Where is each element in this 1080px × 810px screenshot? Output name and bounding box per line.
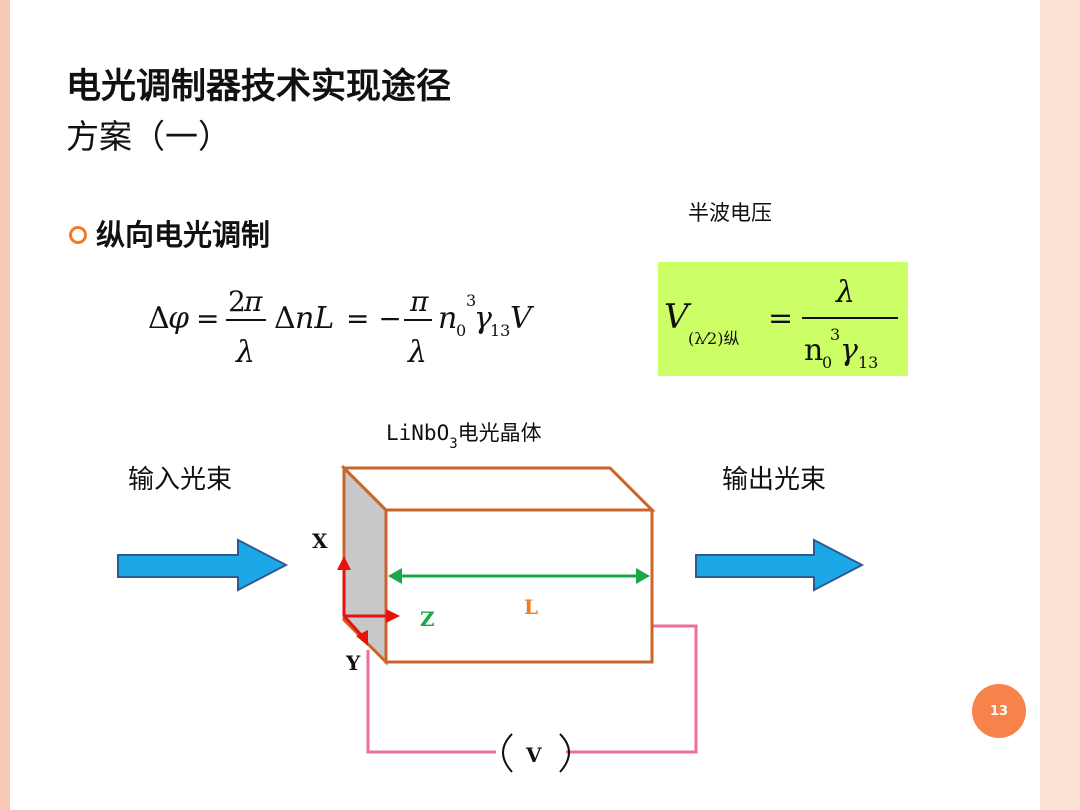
svg-text:2: 2	[228, 285, 246, 318]
voltage-source-right-bracket	[559, 733, 570, 773]
crystal-top-face	[340, 466, 656, 512]
voltage-source-left-bracket	[502, 733, 513, 773]
svg-text:13: 13	[858, 353, 878, 372]
phase-formula: Δ φ = 2 π λ Δ nL = − π λ n 0 3 γ 13 V	[148, 285, 535, 370]
svg-text:V: V	[510, 301, 535, 336]
circuit-wire	[566, 624, 698, 754]
slide-title: 电光调制器技术实现途径	[66, 67, 452, 107]
crystal-front-face	[384, 508, 654, 664]
modulator-diagram: LiNbO3电光晶体 输入光束 输出光束 L X Z Y V	[117, 421, 865, 773]
svg-text:nL: nL	[295, 301, 334, 336]
svg-text:V: V	[664, 297, 692, 337]
slide-subtitle: 方案（一）	[66, 117, 231, 156]
halfwave-formula-box: V (λ⁄2)纵 = λ n 0 3 γ 13	[658, 262, 908, 376]
svg-text:λ: λ	[407, 335, 427, 370]
svg-text:Δ: Δ	[148, 301, 170, 336]
input-beam-label: 输入光束	[128, 465, 232, 495]
svg-text:n: n	[804, 333, 823, 368]
svg-text:π: π	[409, 285, 429, 318]
axis-x-head	[337, 556, 351, 570]
page-number-badge: 13	[972, 684, 1026, 738]
svg-text:3: 3	[466, 291, 476, 310]
axis-y-head	[356, 630, 368, 646]
slide-right-border	[1040, 0, 1080, 810]
svg-text:0: 0	[456, 321, 466, 340]
svg-text:n: n	[438, 301, 457, 336]
svg-text:13: 13	[490, 321, 510, 340]
svg-text:λ: λ	[835, 275, 855, 310]
length-arrow-head-right	[636, 568, 650, 584]
axis-z-label: Z	[420, 607, 435, 631]
svg-text:γ: γ	[840, 333, 858, 368]
bullet-marker	[69, 226, 87, 244]
svg-text:=: =	[196, 302, 219, 335]
halfwave-formula: V (λ⁄2)纵 = λ n 0 3 γ 13	[664, 275, 898, 372]
svg-text:φ: φ	[168, 301, 189, 336]
length-arrow-head-left	[388, 568, 402, 584]
axis-z-head	[386, 609, 400, 623]
svg-text:γ: γ	[474, 301, 492, 336]
voltage-label: V	[525, 743, 542, 767]
svg-text:3: 3	[830, 325, 840, 344]
crystal-label: LiNbO3电光晶体	[386, 421, 542, 452]
output-beam-label: 输出光束	[722, 465, 826, 495]
axis-x-label: X	[312, 529, 328, 553]
output-beam-arrow	[695, 538, 865, 592]
axis-y-arrow	[342, 614, 364, 638]
axis-y-label: Y	[345, 651, 361, 675]
length-label: L	[524, 595, 538, 619]
svg-text:= −: = −	[346, 302, 402, 335]
svg-text:λ: λ	[235, 335, 255, 370]
svg-text:Δ: Δ	[274, 301, 296, 336]
svg-text:0: 0	[822, 353, 832, 372]
svg-text:(λ⁄2)纵: (λ⁄2)纵	[688, 329, 739, 348]
halfwave-voltage-label: 半波电压	[688, 201, 772, 225]
svg-text:π: π	[243, 285, 263, 318]
svg-text:=: =	[768, 301, 793, 336]
circuit-wire-left	[366, 650, 496, 754]
slide-left-border	[0, 0, 10, 810]
bullet-text: 纵向电光调制	[96, 218, 271, 252]
input-beam-arrow	[117, 538, 289, 592]
